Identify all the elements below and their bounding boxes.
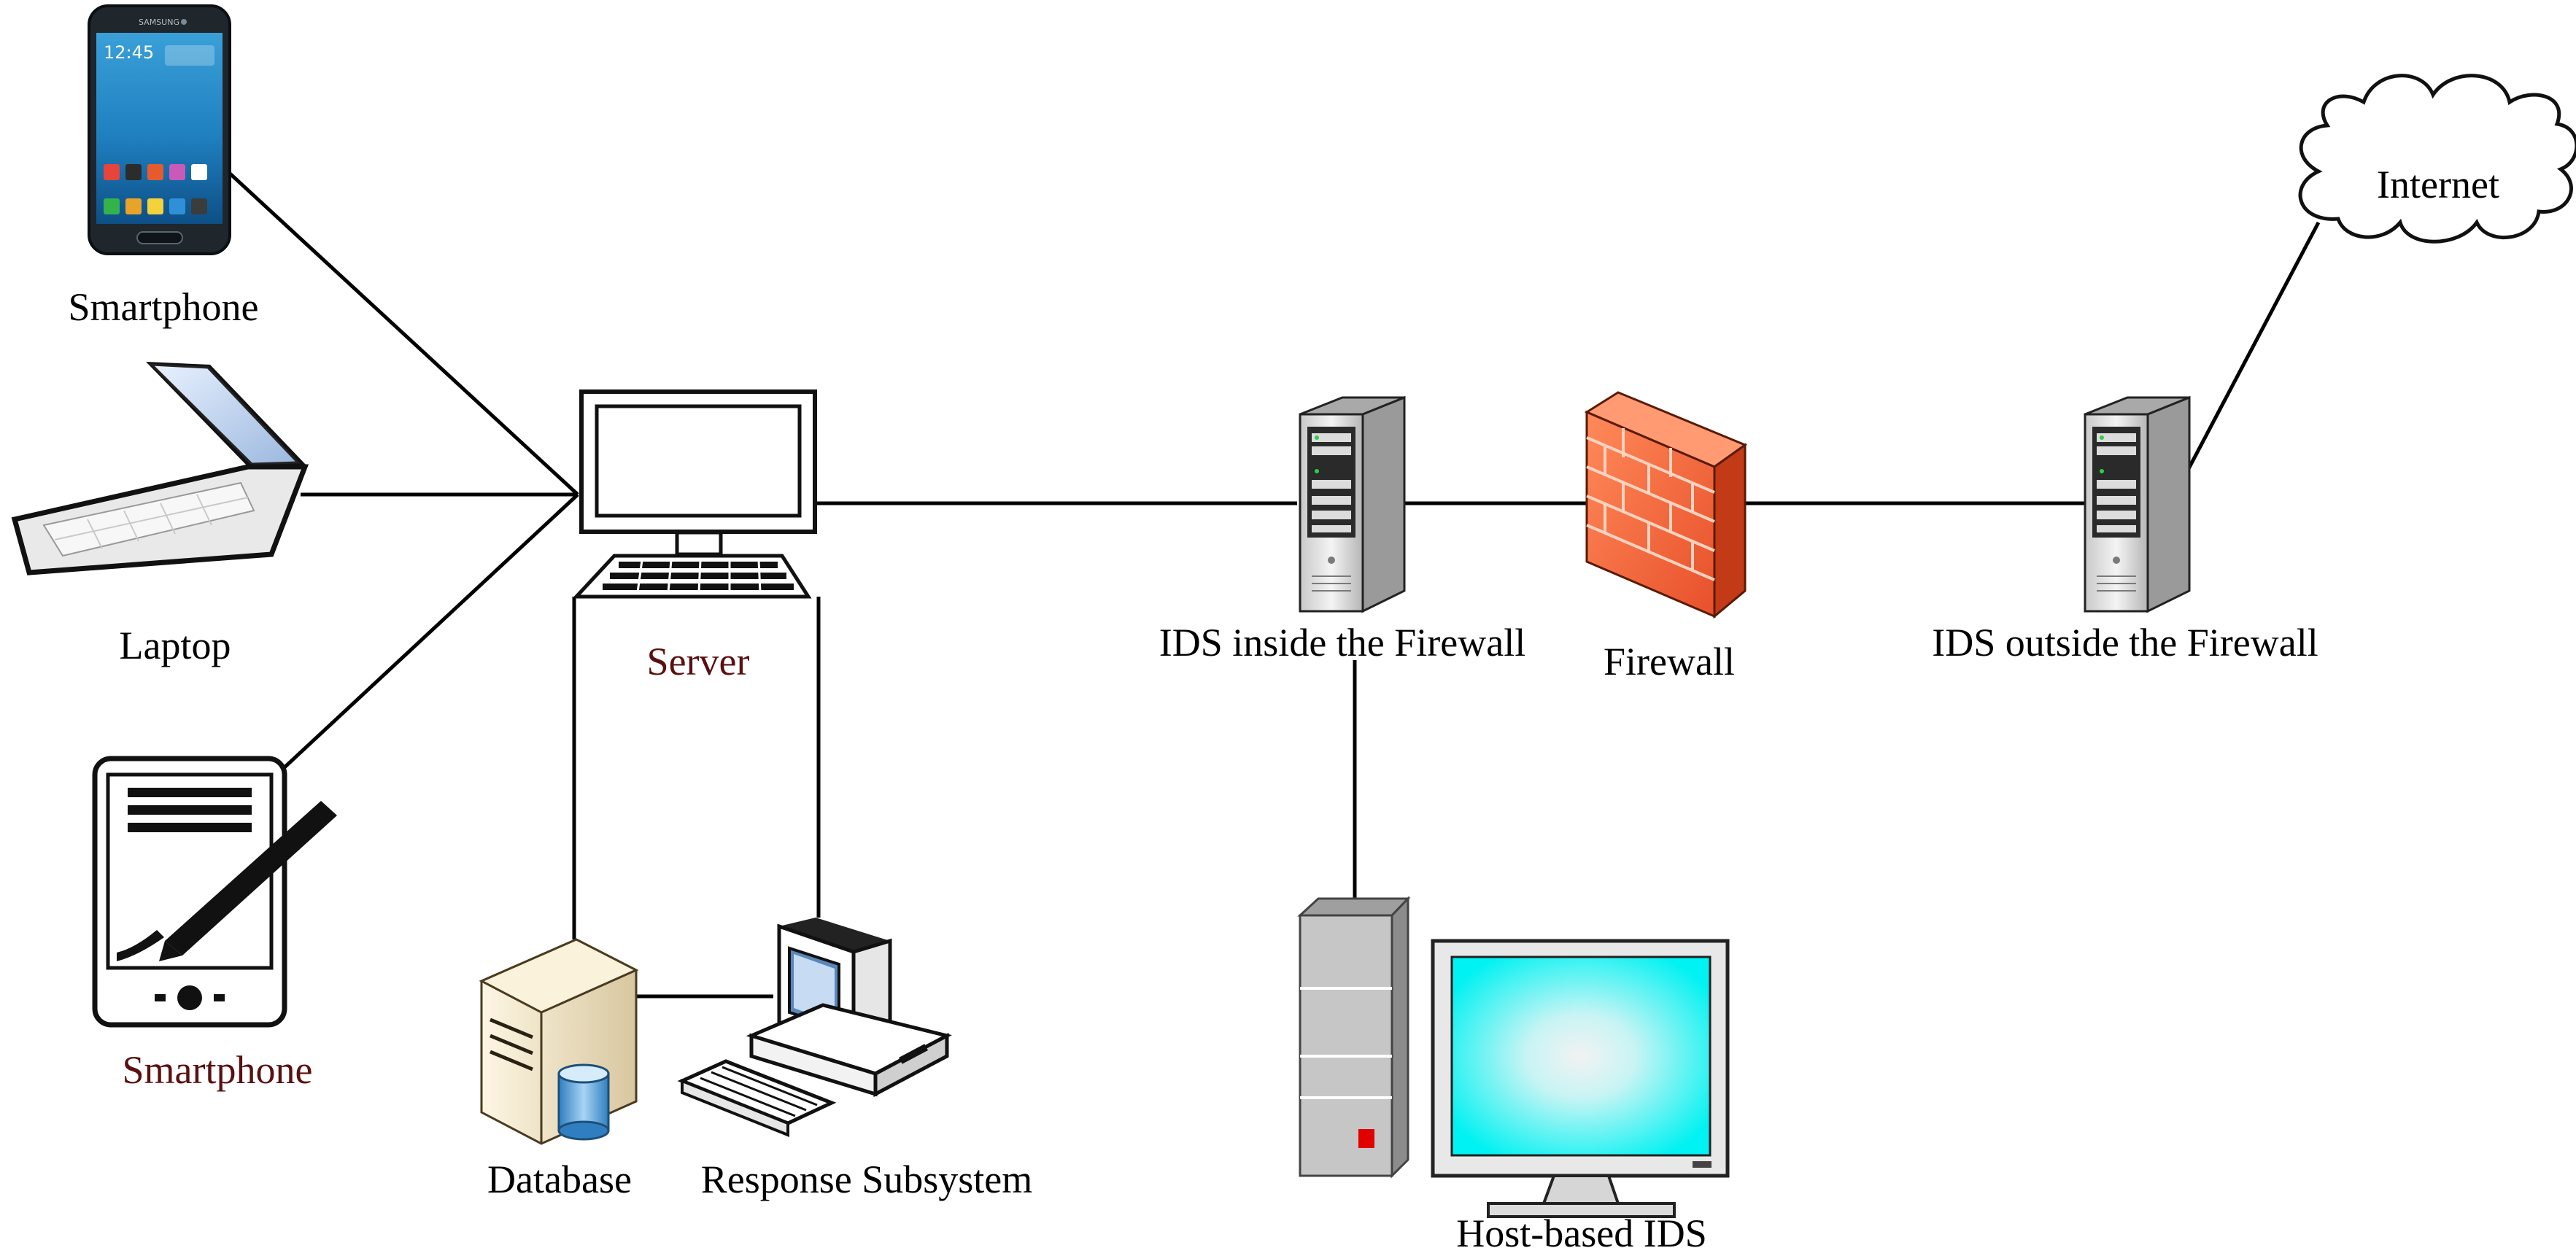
database-icon [479,938,639,1145]
internet-cloud-icon [2298,74,2576,244]
phone-brand: SAMSUNG [139,18,179,27]
laptop-label: Laptop [119,624,231,667]
phone-clock: 12:45 [104,42,154,63]
host-ids-tower-icon [1297,896,1411,1179]
connections [226,170,2321,999]
smartphone-top-label: Smartphone [68,285,259,329]
server-label: Server [646,640,750,683]
smartphone-bottom-label: Smartphone [122,1048,313,1092]
ids-inside-tower-icon [1299,395,1406,613]
firewall-icon [1584,391,1748,619]
smartphone-top-icon: SAMSUNG 12:45 [88,4,231,255]
link-smartphone-server [226,170,579,496]
ids-outside-tower-icon [2084,395,2191,613]
host-ids-label: Host-based IDS [1456,1212,1707,1255]
server-icon [572,389,817,599]
link-ids-outside-internet [2168,221,2321,505]
laptop-icon [11,362,309,584]
response-subsystem-icon [677,918,952,1137]
host-ids-monitor-icon [1431,939,1730,1218]
smartphone-bottom-icon [92,756,337,1028]
internet-label: Internet [2377,163,2499,206]
database-label: Database [487,1158,632,1201]
firewall-label: Firewall [1604,640,1735,683]
ids-outside-label: IDS outside the Firewall [1932,621,2318,664]
ids-inside-label: IDS inside the Firewall [1159,621,1526,664]
link-tablet-server [283,493,579,769]
response-subsystem-label: Response Subsystem [700,1158,1033,1201]
